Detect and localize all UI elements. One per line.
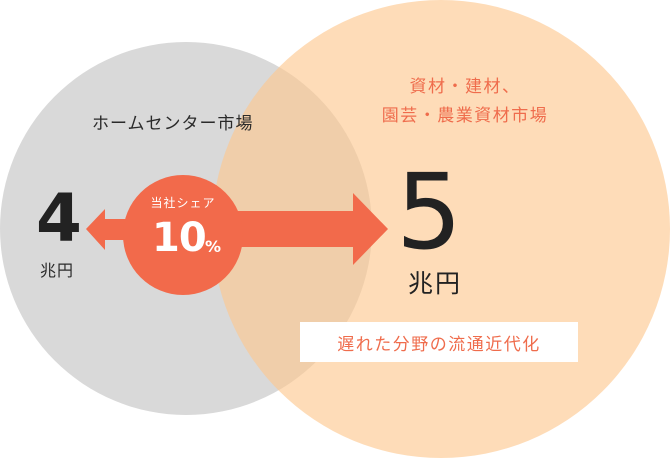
company-share-badge <box>123 175 243 295</box>
home-center-market-value: 4 <box>36 180 82 257</box>
materials-market-label: 資材・建材、 園芸・農業資材市場 <box>360 73 570 131</box>
company-share-value: 10 <box>152 215 207 261</box>
tagline-box: 遅れた分野の流通近代化 <box>300 322 578 362</box>
tagline-text: 遅れた分野の流通近代化 <box>337 334 541 355</box>
home-center-market-unit: 兆円 <box>40 261 75 280</box>
materials-market-unit: 兆円 <box>408 269 463 298</box>
materials-market-label-line1: 資材・建材、 <box>409 77 521 97</box>
arrow-right-icon <box>230 193 388 265</box>
home-center-market-label: ホームセンター市場 <box>92 114 254 134</box>
company-share-unit: % <box>205 237 222 256</box>
materials-market-value: 5 <box>396 151 463 273</box>
materials-market-label-line2: 園芸・農業資材市場 <box>381 106 549 126</box>
company-share-label: 当社シェア <box>150 196 216 210</box>
